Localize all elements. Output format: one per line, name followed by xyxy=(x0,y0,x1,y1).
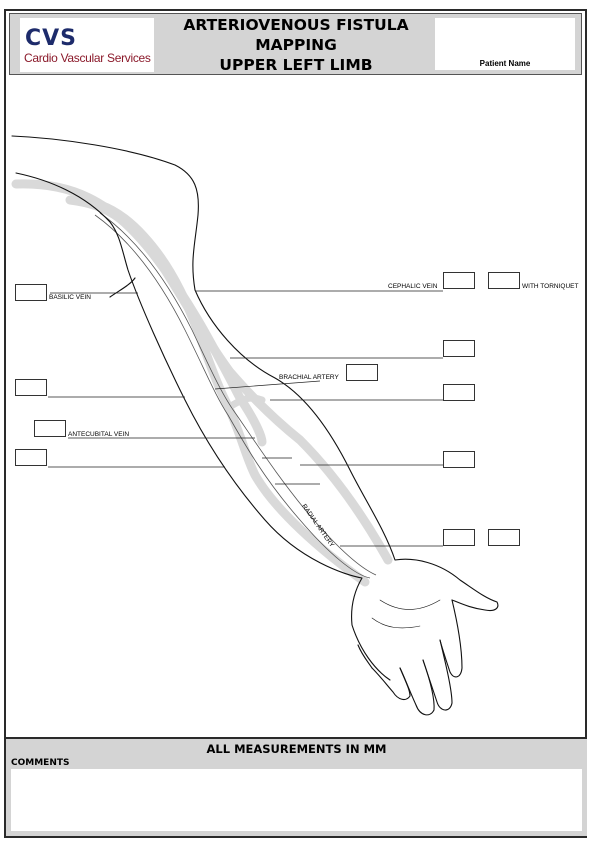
cephalic-vein-upper-measure-box[interactable] xyxy=(443,272,475,289)
cephalic-vein-wrist-tourniquet-measure-box[interactable] xyxy=(488,529,520,546)
cephalic-vein-label: CEPHALIC VEIN xyxy=(388,283,438,291)
brachial-artery-label: BRACHIAL ARTERY xyxy=(279,374,339,382)
cephalic-vein-forearm-measure-box[interactable] xyxy=(443,451,475,468)
comments-input[interactable] xyxy=(11,769,582,831)
antecubital-vein-label: ANTECUBITAL VEIN xyxy=(68,431,129,439)
cephalic-vein-wrist-measure-box[interactable] xyxy=(443,529,475,546)
form-footer: ALL MEASUREMENTS IN MM COMMENTS xyxy=(6,737,587,836)
arm-diagram-area: BASILIC VEIN CEPHALIC VEIN WITH TORNIQUE… xyxy=(6,83,585,737)
with-tourniquet-label: WITH TORNIQUET xyxy=(522,283,578,291)
cephalic-vein-tourniquet-measure-box[interactable] xyxy=(488,272,520,289)
vessel-bands xyxy=(16,184,388,582)
basilic-vein-label: BASILIC VEIN xyxy=(49,294,91,302)
forearm-vein-measure-box[interactable] xyxy=(15,449,47,466)
basilic-vein-lower-measure-box[interactable] xyxy=(15,379,47,396)
brachial-artery-measure-box[interactable] xyxy=(346,364,378,381)
antecubital-vein-measure-box[interactable] xyxy=(34,420,66,437)
leader-lines xyxy=(48,291,443,546)
cephalic-vein-mid-measure-box[interactable] xyxy=(443,340,475,357)
cephalic-vein-elbow-measure-box[interactable] xyxy=(443,384,475,401)
cephalic-band xyxy=(100,205,365,582)
basilic-vein-upper-measure-box[interactable] xyxy=(15,284,47,301)
comments-label: COMMENTS xyxy=(11,758,69,768)
measurements-note: ALL MEASUREMENTS IN MM xyxy=(6,742,587,756)
